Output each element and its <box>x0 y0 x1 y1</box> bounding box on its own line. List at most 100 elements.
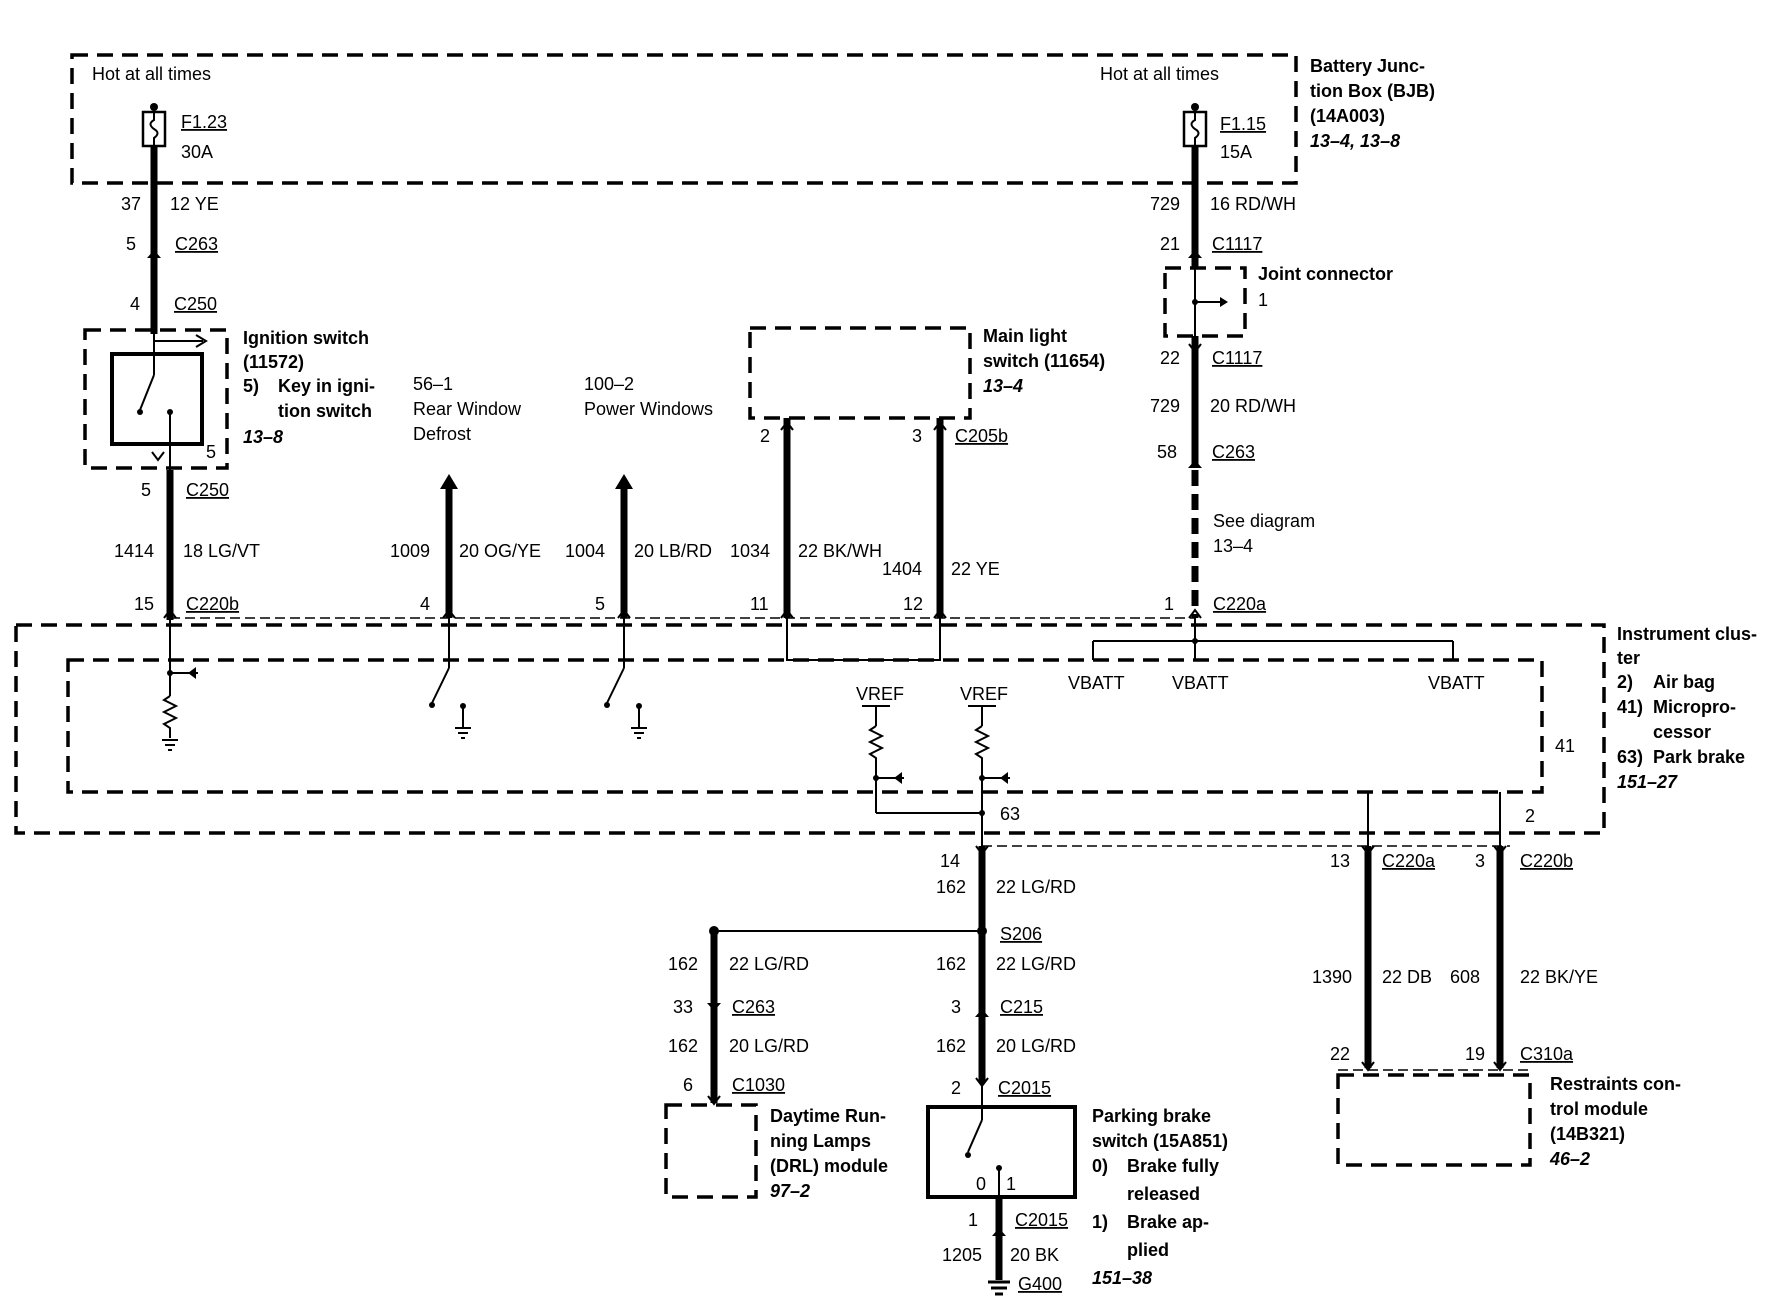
wire-12ye-label: 12 YE <box>170 194 219 214</box>
pin-5-c263: 5 <box>126 234 136 254</box>
conn-arrow-c1030 <box>707 1095 721 1106</box>
pb-title-1: Parking brake <box>1092 1106 1211 1126</box>
restraints-module-box <box>1336 1073 1532 1167</box>
bjb-title-3: (14A003) <box>1310 106 1385 126</box>
conn-arrow-c263-drl <box>707 1003 721 1011</box>
pb-item-1-label-1: Brake ap- <box>1127 1212 1209 1232</box>
main-light-switch-box <box>748 326 972 420</box>
drl-ref: 97–2 <box>770 1181 810 1201</box>
drl-title-3: (DRL) module <box>770 1156 888 1176</box>
pin-3-c220b: 3 <box>1475 851 1485 871</box>
circuit-162e: 162 <box>936 1036 966 1056</box>
drl-title-1: Daytime Run- <box>770 1106 886 1126</box>
conn-c1117-top: C1117 <box>1212 234 1262 254</box>
wire-22bkwh-label: 22 BK/WH <box>798 541 882 561</box>
pin-22: 22 <box>1160 348 1180 368</box>
bjb-box <box>70 53 1298 185</box>
ign-switch-contact-icon <box>137 354 173 470</box>
vbatt-label-3: VBATT <box>1428 673 1485 693</box>
ic-item-63-label: Park brake <box>1653 747 1745 767</box>
ic-title-2: ter <box>1617 648 1640 668</box>
ic-item-41-label-1: Micropro- <box>1653 697 1736 717</box>
jc-arrow-icon <box>1220 297 1228 307</box>
jc-pin: 1 <box>1258 290 1268 310</box>
pin-3-c215: 3 <box>951 997 961 1017</box>
circuit-1404: 1404 <box>882 559 922 579</box>
circuit-729b: 729 <box>1150 396 1180 416</box>
conn-c263-drl: C263 <box>732 997 775 1017</box>
wire-16rdwh-label: 16 RD/WH <box>1210 194 1296 214</box>
conn-c220a-top: C220a <box>1213 594 1267 614</box>
s206-splice-dot <box>977 926 987 936</box>
wire-22bkye-label: 22 BK/YE <box>1520 967 1598 987</box>
circuit-608: 608 <box>1450 967 1480 987</box>
conn-c220b-left: C220b <box>186 594 239 614</box>
fuse-2-amp: 15A <box>1220 142 1252 162</box>
mls-pin-12: 12 <box>903 594 923 614</box>
wire-22ye-label: 22 YE <box>951 559 1000 579</box>
circuit-1004: 1004 <box>565 541 605 561</box>
bjb-title-1: Battery Junc- <box>1310 56 1425 76</box>
fuse-f1-15-icon <box>1182 103 1208 148</box>
ground-g400: G400 <box>1018 1274 1062 1294</box>
pb-item-0-label-1: Brake fully <box>1127 1156 1219 1176</box>
pwr-pin: 5 <box>595 594 605 614</box>
instrument-cluster-box <box>14 623 1606 835</box>
conn-c2015-bottom: C2015 <box>1015 1210 1068 1230</box>
ign-pin-5: 5 <box>206 442 216 462</box>
mls-title-1: Main light <box>983 326 1067 346</box>
rcm-title-2: trol module <box>1550 1099 1648 1119</box>
ic-ref: 151–27 <box>1617 772 1678 792</box>
pwr-ref: 100–2 <box>584 374 634 394</box>
conn-arrow-c1117a <box>1188 250 1202 258</box>
ic-label-63: 63 <box>1000 804 1020 824</box>
conn-arrow-c1117b <box>1188 343 1202 354</box>
ic-mls-connection <box>786 618 941 661</box>
defrost-arrow-icon <box>440 474 458 489</box>
fuse-2-id: F1.15 <box>1220 114 1266 134</box>
mls-ref: 13–4 <box>983 376 1023 396</box>
mls-title-2: switch (11654) <box>983 351 1105 371</box>
circuit-729a: 729 <box>1150 194 1180 214</box>
bjb-hot-label-right: Hot at all times <box>1100 64 1219 84</box>
wire-22lgrd-b: 22 LG/RD <box>729 954 809 974</box>
conn-arrow-c215 <box>975 1009 989 1017</box>
conn-c215: C215 <box>1000 997 1043 1017</box>
ic-vref-resistor-2-icon <box>968 705 1010 848</box>
ic-input-1414-icon <box>161 618 198 751</box>
ic-label-2: 2 <box>1525 806 1535 826</box>
conn-arrow-c263-right <box>1188 460 1202 468</box>
microprocessor-box <box>66 658 1544 794</box>
ic-pwr-switch-icon <box>604 618 647 739</box>
conn-arrow-c310a-2 <box>1493 1061 1507 1072</box>
pin-1-c220a: 1 <box>1164 594 1174 614</box>
joint-connector-box <box>1163 266 1247 338</box>
conn-c205b: C205b <box>955 426 1008 446</box>
ic-label-41: 41 <box>1555 736 1575 756</box>
circuit-162d: 162 <box>668 1036 698 1056</box>
pin-58: 58 <box>1157 442 1177 462</box>
bjb-ref: 13–4, 13–8 <box>1310 131 1400 151</box>
conn-c250-bottom: C250 <box>186 480 229 500</box>
ign-pos-1: Key in igni- <box>278 376 375 396</box>
conn-c220b-bottom: C220b <box>1520 851 1573 871</box>
defrost-name-2: Defrost <box>413 424 471 444</box>
pb-switch-contact-icon <box>965 1083 1002 1197</box>
pin-5-c250b: 5 <box>141 480 151 500</box>
circuit-1390: 1390 <box>1312 967 1352 987</box>
splice-s206: S206 <box>1000 924 1042 944</box>
vref-label-2: VREF <box>960 684 1008 704</box>
jc-title: Joint connector <box>1258 264 1393 284</box>
wire-22lgrd-c: 22 LG/RD <box>996 954 1076 974</box>
wire-20lgrd-e: 20 LG/RD <box>996 1036 1076 1056</box>
conn-arrow-c205b-2 <box>933 420 947 431</box>
defrost-ref: 56–1 <box>413 374 453 394</box>
drl-module-box <box>664 1103 758 1199</box>
pin-33: 33 <box>673 997 693 1017</box>
ign-ref: 13–8 <box>243 427 283 447</box>
ic-title-1: Instrument clus- <box>1617 624 1757 644</box>
pin-14: 14 <box>940 851 960 871</box>
wire-20lbrd-label: 20 LB/RD <box>634 541 712 561</box>
circuit-1034: 1034 <box>730 541 770 561</box>
ic-item-41-num: 41) <box>1617 697 1643 717</box>
